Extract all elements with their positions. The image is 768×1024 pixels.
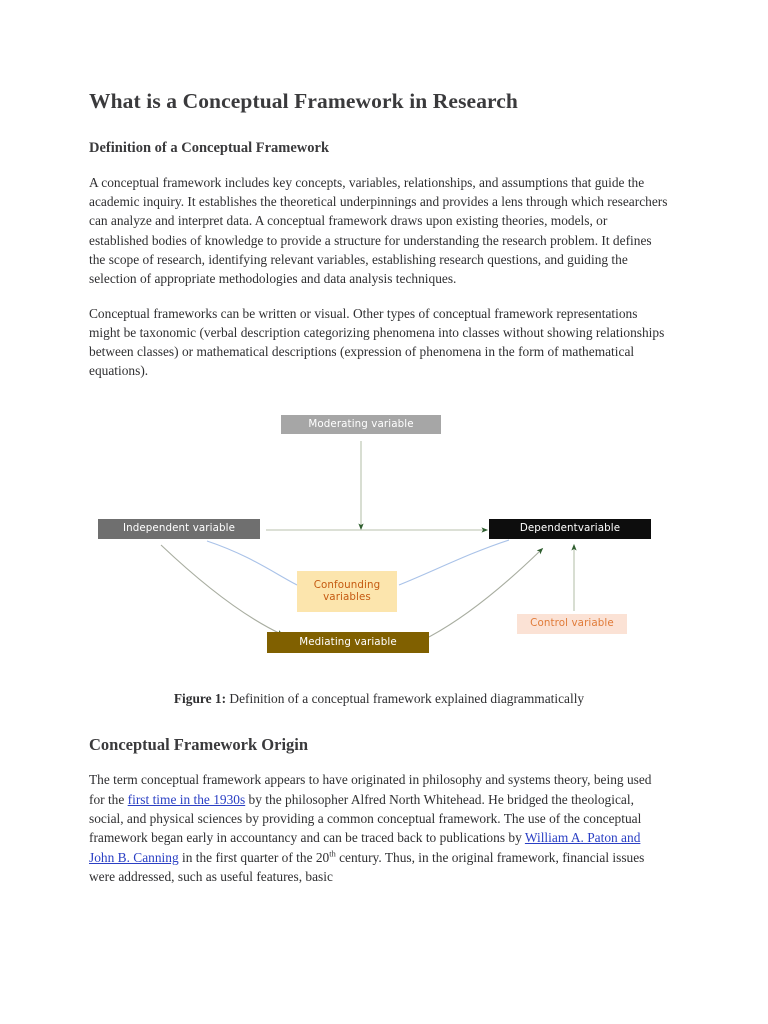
edge-independent-to-confounding [206, 540, 298, 586]
node-label-control: Control variable [530, 617, 614, 630]
figure-caption-label: Figure 1: [173, 690, 227, 706]
node-label-mediating: Mediating variable [299, 635, 397, 648]
diagram-node-mediating-variable: Mediating variable [267, 631, 429, 653]
diagram-node-control-variable: Control variable [517, 613, 627, 634]
node-label-confounding-line1: Confounding [313, 578, 381, 591]
origin-text-part1: The term conceptual framework appears to… [89, 772, 652, 807]
diagram-node-dependent-variable: Dependentvariable [489, 518, 651, 539]
figure-caption: Figure 1: Definition of a conceptual fra… [89, 689, 669, 708]
diagram-node-independent-variable: Independent variable [98, 518, 260, 539]
diagram-node-confounding-variables: Confounding variables [297, 570, 397, 612]
diagram-node-moderating-variable: Moderating variable [281, 414, 441, 434]
link-first-time-1930s[interactable]: first time in the 1930s [127, 791, 246, 807]
figure-caption-text: Definition of a conceptual framework exp… [226, 690, 585, 706]
origin-text-part2: by the philosopher Alfred North Whitehea… [89, 791, 642, 846]
ordinal-suffix: th [329, 849, 336, 859]
paragraph-definition-1: A conceptual framework includes key conc… [89, 174, 668, 287]
figure-diagram-canvas [160, 440, 577, 639]
origin-text-part3: in the first quarter of the 20 [178, 849, 330, 865]
node-label-independent: Independent variable [122, 522, 236, 535]
paragraph-origin: The term conceptual framework appears to… [89, 770, 669, 886]
node-label-confounding-line2: variables [323, 591, 371, 604]
link-paton-canning[interactable]: William A. Paton and John B. Canning [89, 830, 641, 865]
document-content: What is a Conceptual Framework in Resear… [89, 88, 669, 886]
node-label-dependent: Dependentvariable [519, 522, 621, 535]
section-heading-definition: Definition of a Conceptual Framework [89, 139, 330, 156]
paragraph-definition-2: Conceptual frameworks can be written or … [89, 305, 665, 379]
page-title: What is a Conceptual Framework in Resear… [89, 89, 518, 113]
origin-text-part4: century. Thus, in the original framework… [89, 849, 645, 884]
figure-conceptual-framework: Moderating variable Independent variable… [89, 403, 669, 671]
section-heading-origin: Conceptual Framework Origin [89, 734, 309, 754]
edge-mediating-to-dependent [426, 547, 544, 639]
edge-confounding-to-dependent [398, 539, 510, 586]
node-label-moderating: Moderating variable [308, 417, 414, 430]
edge-independent-to-mediating [160, 544, 284, 636]
